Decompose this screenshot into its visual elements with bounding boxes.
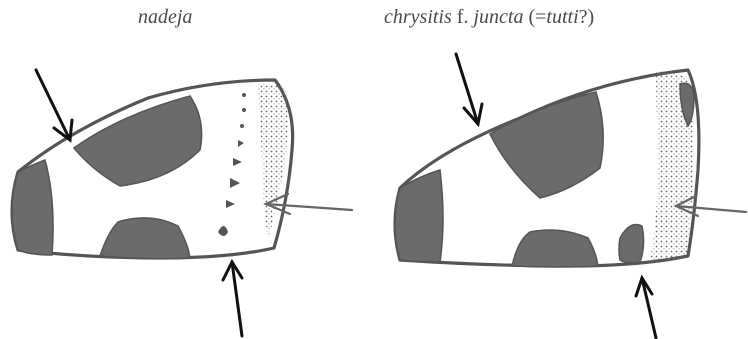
left-basal-patch — [12, 160, 53, 255]
left-costal-arrow — [36, 70, 70, 140]
right-wing — [395, 54, 746, 338]
left-wing — [12, 70, 352, 336]
